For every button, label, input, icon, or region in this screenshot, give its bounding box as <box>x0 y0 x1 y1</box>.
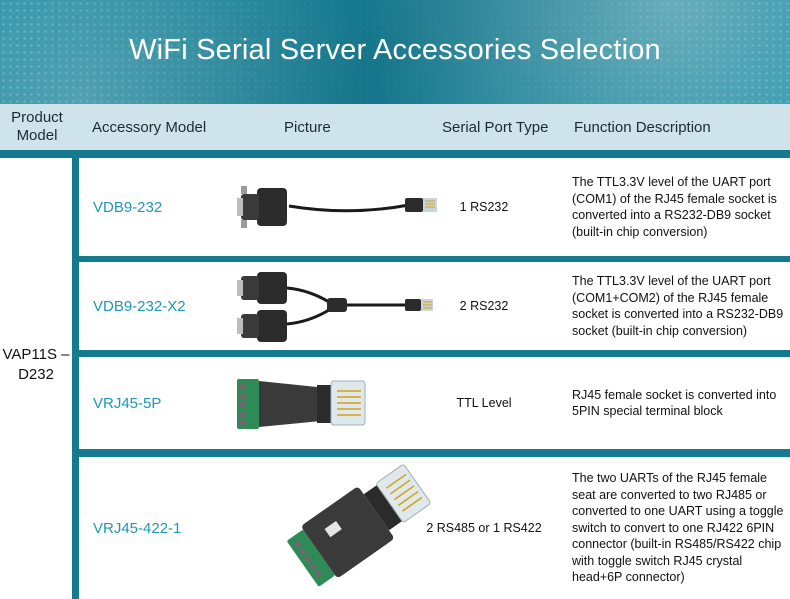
serial-port-type: 2 RS232 <box>459 299 509 313</box>
header-serial-port-type: Serial Port Type <box>442 118 549 136</box>
page-title: WiFi Serial Server Accessories Selection <box>129 34 661 66</box>
header-accessory-model: Accessory Model <box>92 118 207 136</box>
accessory-model: VDB9-232 <box>93 198 163 216</box>
accessory-model: VDB9-232-X2 <box>93 297 186 315</box>
db9-cable-icon <box>229 158 489 256</box>
header-function-description: Function Description <box>574 118 711 136</box>
function-description: The TTL3.3V level of the UART port (COM1… <box>572 274 784 338</box>
serial-port-type: 2 RS485 or 1 RS422 <box>426 521 542 535</box>
function-description: The two UARTs of the RJ45 female seat ar… <box>572 471 784 585</box>
dual-db9-cable-icon <box>229 262 489 350</box>
accessory-model: VRJ45-422-1 <box>93 519 182 537</box>
rj45-rs485-adapter-icon <box>229 457 489 599</box>
product-model-cell: VAP11S –D232 <box>0 158 72 599</box>
title-banner: WiFi Serial Server Accessories Selection <box>0 0 790 104</box>
banner-dot-pattern <box>0 0 790 104</box>
function-description: RJ45 female socket is converted into 5PI… <box>572 387 777 419</box>
header-product-model: Product Model <box>11 109 63 144</box>
header-picture: Picture <box>284 118 331 136</box>
table-header: Product Model Accessory Model Picture Se… <box>0 104 790 150</box>
table-row: VRJ45-422-1 <box>79 457 790 599</box>
function-description: The TTL3.3V level of the UART port (COM1… <box>572 175 777 239</box>
table-row: VDB9-232 1 RS232 The TTL3.3V level of th… <box>79 158 790 256</box>
table-row: VRJ45-5P TTL Level RJ45 female socket is… <box>79 357 790 449</box>
product-model-value: VAP11S –D232 <box>2 345 70 383</box>
rj45-terminal-adapter-icon <box>229 357 489 449</box>
serial-port-type: TTL Level <box>456 396 512 410</box>
serial-port-type: 1 RS232 <box>459 200 509 214</box>
accessory-model: VRJ45-5P <box>93 394 162 412</box>
table-row: VDB9-232-X2 2 RS232 The TTL3.3V l <box>79 262 790 350</box>
